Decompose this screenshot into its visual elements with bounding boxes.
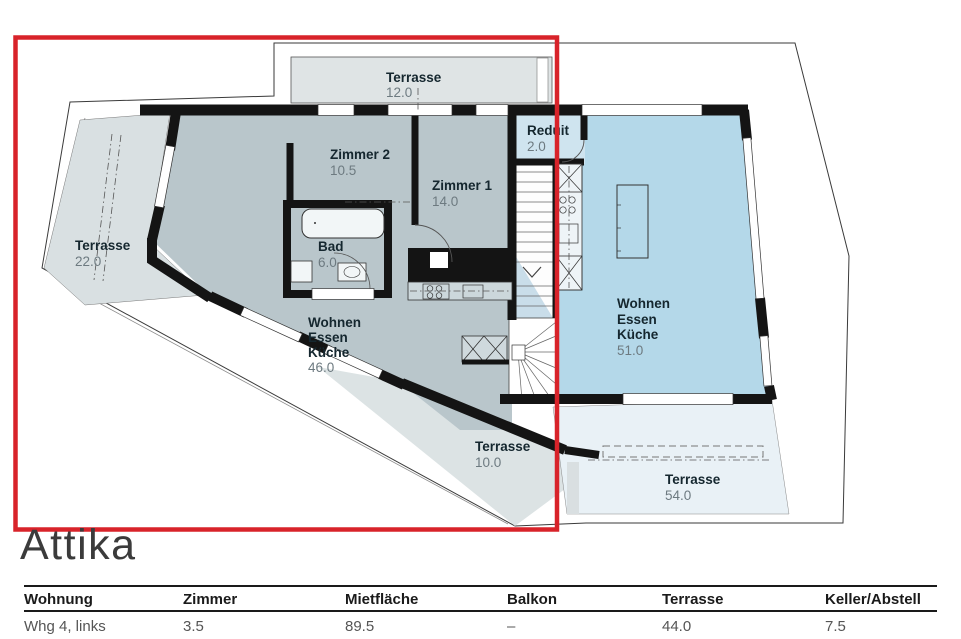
door-arcs	[414, 139, 585, 263]
label-wohnen-left-3: Küche	[308, 345, 350, 360]
table-rule-header	[24, 610, 937, 612]
label-terrasse-top: Terrasse	[386, 70, 442, 85]
roof-edge-line-bottom	[59, 281, 509, 525]
label-wohnen-right-2: Essen	[617, 312, 657, 327]
bathtub	[301, 208, 385, 239]
terrace-top-area	[290, 56, 553, 104]
area-zimmer-2: 10.5	[330, 163, 356, 178]
area-terrasse-left: 22.0	[75, 254, 101, 269]
area-reduit: 2.0	[527, 139, 546, 154]
label-wohnen-left-1: Wohnen	[308, 315, 361, 330]
area-bad: 6.0	[318, 255, 337, 270]
cell-terrasse: 44.0	[662, 618, 692, 635]
label-wohnen-right-1: Wohnen	[617, 296, 670, 311]
cell-zimmer: 3.5	[183, 618, 204, 635]
apartment-right-floor	[556, 110, 772, 398]
page-title: Attika	[20, 521, 137, 569]
label-wohnen-left-2: Essen	[308, 330, 348, 345]
built-in-closet	[461, 335, 508, 363]
label-reduit: Reduit	[527, 123, 570, 138]
cell-wohnung: Whg 4, links	[24, 618, 106, 635]
pergola-dashed	[602, 445, 764, 458]
cell-keller: 7.5	[825, 618, 846, 635]
header-mietflaeche: Mietfläche	[345, 591, 419, 608]
area-wohnen-left: 46.0	[308, 360, 334, 375]
label-terrasse-left: Terrasse	[75, 238, 131, 253]
wall-niche	[430, 252, 448, 268]
floor-plan-drawing: Terrasse 12.0 Zimmer 2 10.5 Zimmer 1 14.…	[13, 35, 850, 532]
header-wohnung: Wohnung	[24, 591, 93, 608]
header-zimmer: Zimmer	[183, 591, 238, 608]
apartment-highlight-box	[13, 35, 560, 532]
bathroom-fixtures	[290, 208, 385, 300]
label-bad: Bad	[318, 239, 344, 254]
area-terrasse-top: 12.0	[386, 85, 412, 100]
label-zimmer-1: Zimmer 1	[432, 178, 493, 193]
label-wohnen-right-3: Küche	[617, 327, 659, 342]
terrace-bottom-area	[318, 367, 596, 526]
header-balkon: Balkon	[507, 591, 558, 608]
stair-direction-arrow	[522, 266, 542, 278]
label-zimmer-2: Zimmer 2	[330, 147, 390, 162]
table-rule-top	[24, 585, 937, 587]
area-zimmer-1: 14.0	[432, 194, 458, 209]
area-terrasse-right: 54.0	[665, 488, 691, 503]
shower-fixture	[290, 260, 313, 283]
cell-balkon: –	[507, 618, 516, 635]
area-terrasse-bottom: 10.0	[475, 455, 501, 470]
windows	[154, 57, 773, 405]
reference-lines	[93, 88, 772, 461]
area-wohnen-right: 51.0	[617, 343, 643, 358]
terrace-right-step	[567, 462, 579, 514]
reduit-floor	[512, 112, 585, 164]
bathroom-door-arc	[333, 252, 371, 290]
cell-mietflaeche: 89.5	[345, 618, 375, 635]
label-terrasse-right: Terrasse	[665, 472, 721, 487]
apartment-left-floor	[152, 110, 512, 430]
label-terrasse-bottom: Terrasse	[475, 439, 531, 454]
header-terrasse: Terrasse	[662, 591, 724, 608]
kitchen-island	[616, 184, 649, 259]
header-keller: Keller/Abstell	[825, 591, 921, 608]
